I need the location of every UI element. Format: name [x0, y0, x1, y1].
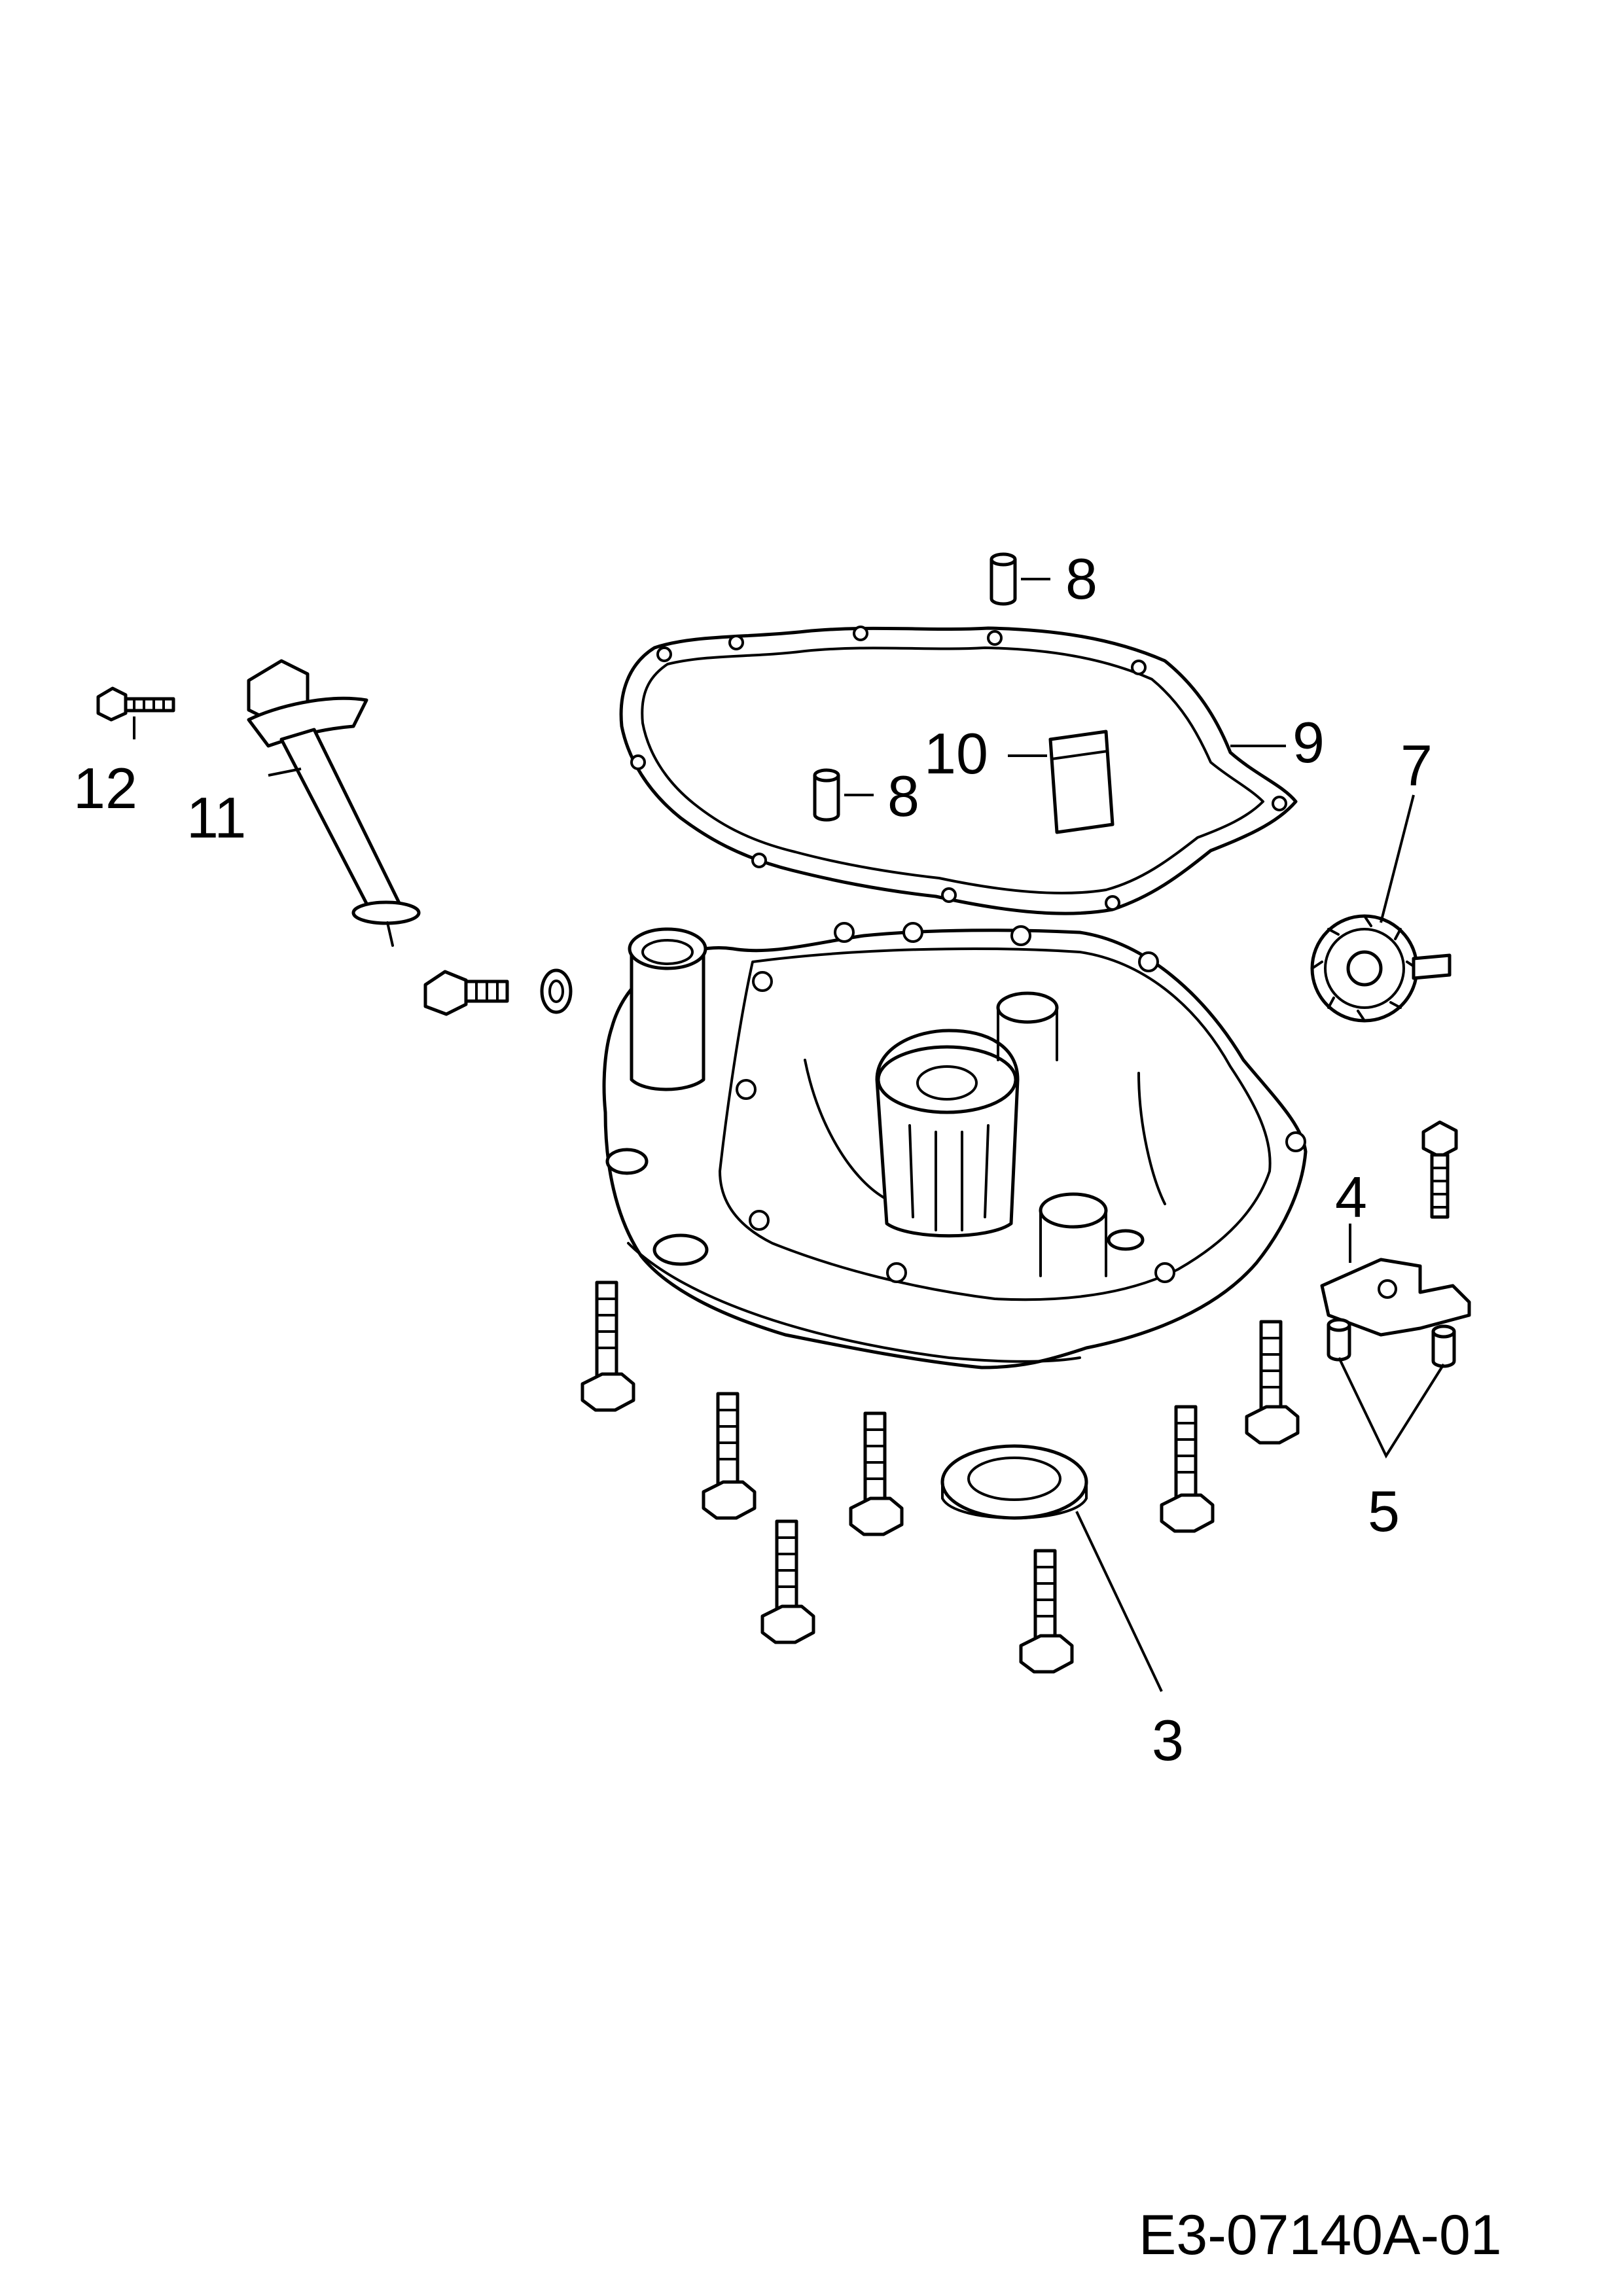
callout-5: 5 [1368, 1479, 1400, 1544]
part-5-dowel-right [1431, 1324, 1456, 1368]
callout-11: 11 [187, 785, 246, 850]
callouts: 8 8 10 9 7 4 5 3 11 12 [73, 546, 1433, 1773]
part-4-bracket [1320, 1258, 1471, 1337]
callout-4: 4 [1335, 1165, 1367, 1229]
part-10-key [1048, 730, 1115, 834]
bolt-2 [702, 1392, 757, 1520]
callout-7: 7 [1400, 733, 1433, 798]
document-id: E3-07140A-01 [1139, 2204, 1502, 2267]
bolt-5 [1019, 1549, 1074, 1674]
bolt-6 [1160, 1405, 1215, 1533]
part-4-bolt [1421, 1120, 1458, 1219]
part-8-dowel-pin-lower [813, 768, 840, 822]
part-7-governor-gear [1310, 914, 1452, 1023]
bolt-7 [1245, 1320, 1300, 1445]
part-11-dipstick-tube [247, 659, 421, 947]
bolt-1 [580, 1280, 635, 1412]
bolt-4 [760, 1519, 815, 1644]
callout-3: 3 [1152, 1708, 1184, 1773]
washer [540, 968, 573, 1014]
crankcase-cover [602, 922, 1308, 1369]
part-9-gasket [619, 626, 1298, 915]
callout-10: 10 [924, 721, 988, 786]
bolt-3 [849, 1411, 904, 1536]
leader-lines [133, 578, 1445, 1692]
cover-bolts [580, 1280, 1300, 1674]
drain-bolt [423, 970, 509, 1016]
callout-8-lower: 8 [887, 764, 919, 828]
callout-12: 12 [73, 756, 137, 821]
part-5-dowel-left [1327, 1318, 1351, 1362]
part-8-dowel-pin-upper [990, 552, 1017, 606]
part-3-oil-seal [940, 1444, 1088, 1520]
callout-8-upper: 8 [1065, 546, 1097, 611]
callout-9: 9 [1293, 710, 1325, 775]
part-12-screw [96, 686, 175, 722]
